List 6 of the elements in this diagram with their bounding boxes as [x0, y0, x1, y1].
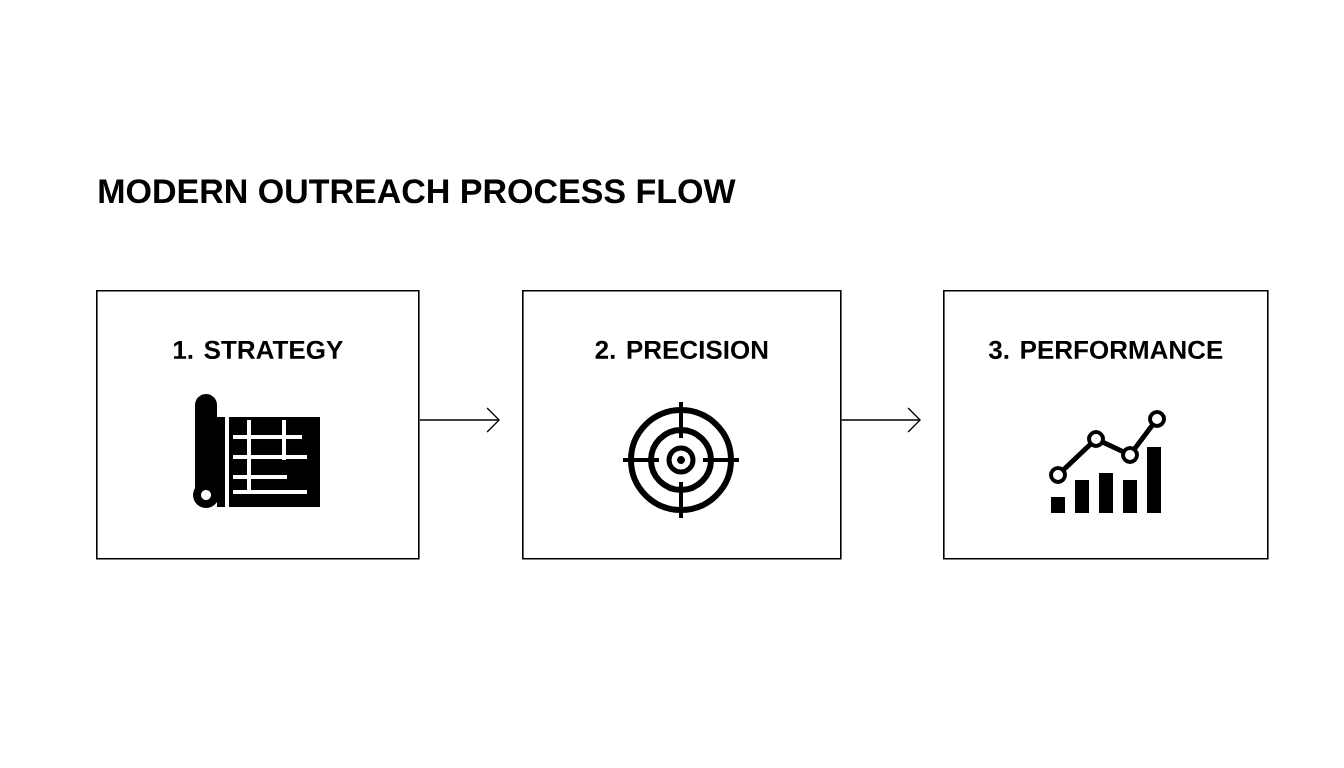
- arrow: [840, 407, 921, 433]
- arrow: [418, 407, 500, 433]
- step-box: 2. PRECISION: [522, 290, 842, 560]
- step-box: 1. STRATEGY: [96, 290, 420, 560]
- step-box: 3. PERFORMANCE: [943, 290, 1269, 560]
- title: MODERN OUTREACH PROCESS FLOW: [99, 179, 736, 204]
